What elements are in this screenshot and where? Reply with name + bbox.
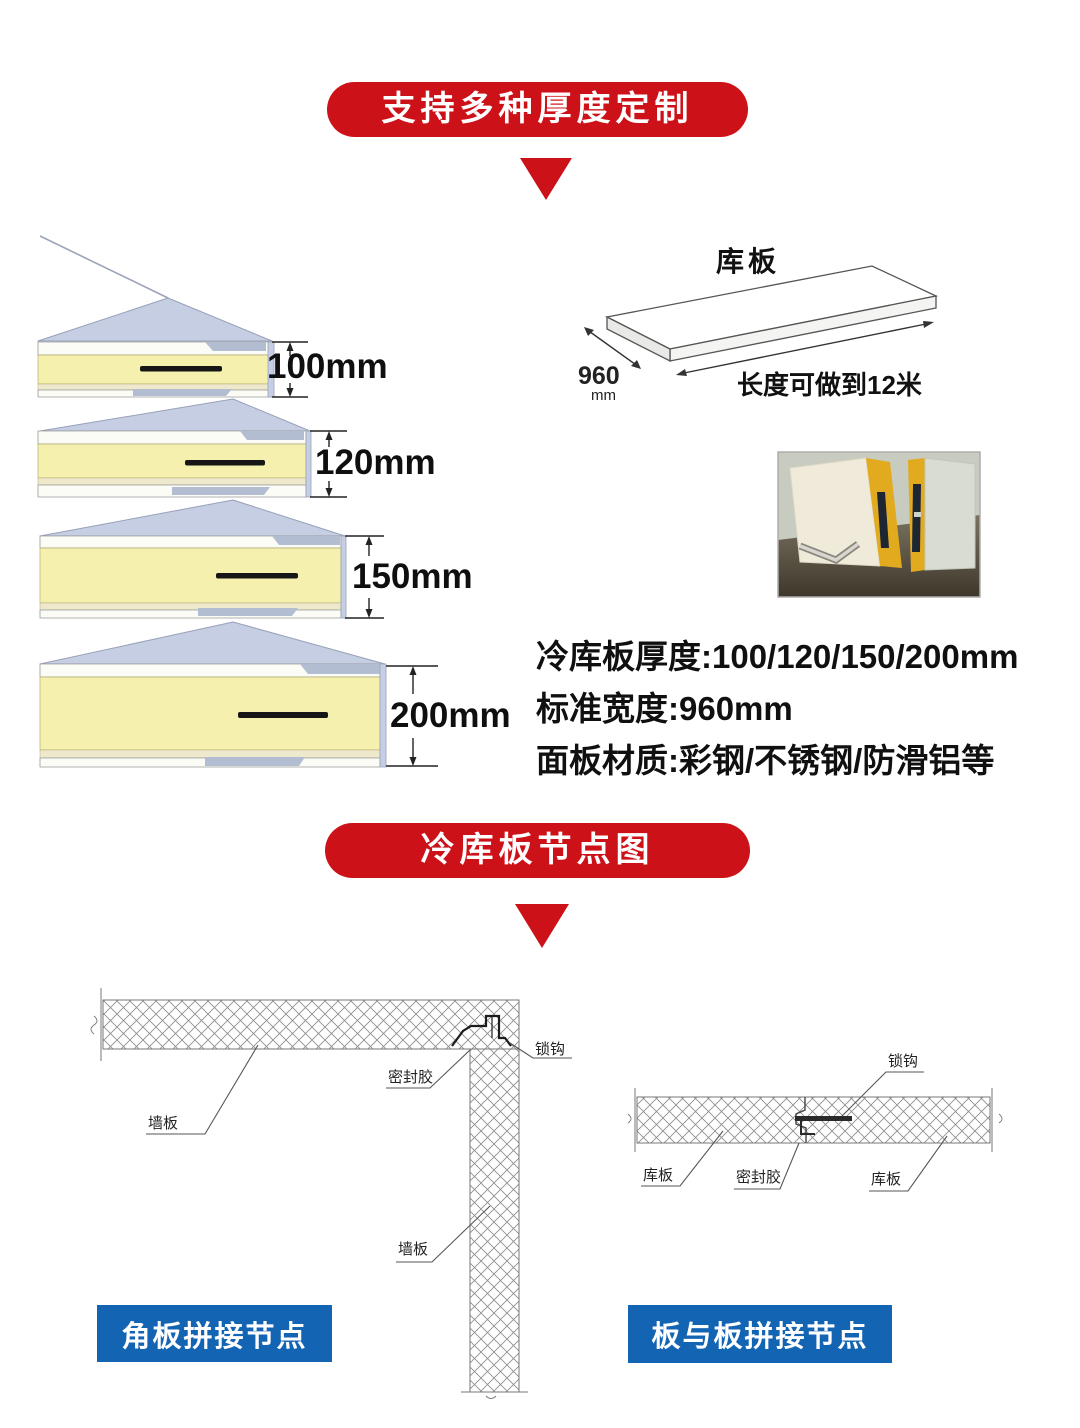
spec-material: 面板材质:彩钢/不锈钢/防滑铝等 [536, 742, 995, 779]
section-banner-node-diagram: 冷库板节点图 [325, 823, 750, 878]
width-unit-label: mm [591, 387, 616, 404]
length-dimension-arrow [676, 321, 934, 376]
thickness-label-150: 150mm [352, 557, 473, 596]
panel-joint-photo [777, 451, 981, 598]
cam-lock-detail [795, 1116, 852, 1121]
label-sealant-corner: 密封胶 [388, 1069, 434, 1086]
label-panel-right: 库板 [871, 1171, 902, 1188]
panel-stack-illustration [37, 235, 438, 768]
width-dimension-arrow [584, 327, 641, 369]
down-arrow-icon [515, 904, 569, 948]
label-sealant-panel: 密封胶 [736, 1169, 782, 1186]
label-lock-hook-corner: 锁钩 [535, 1041, 566, 1058]
corner-joint-drawing [90, 988, 572, 1399]
thickness-label-200: 200mm [390, 696, 511, 735]
label-lock-hook-panel: 锁钩 [888, 1053, 919, 1070]
spec-width: 标准宽度:960mm [536, 690, 793, 727]
panel-joint-drawing [627, 1071, 1003, 1192]
label-wall-panel-top: 墙板 [148, 1115, 179, 1132]
hex-key [799, 542, 860, 562]
kuban-panel-diagram [584, 265, 939, 376]
thickness-label-100: 100mm [267, 347, 388, 386]
section-banner-thickness: 支持多种厚度定制 [327, 82, 748, 137]
badge-panel-joint: 板与板拼接节点 [628, 1305, 892, 1363]
badge-corner-joint: 角板拼接节点 [97, 1305, 332, 1362]
down-arrow-icon [520, 158, 572, 200]
label-panel-left: 库板 [643, 1167, 674, 1184]
kuban-title: 库板 [716, 246, 781, 277]
width-value-label: 960 [578, 362, 620, 390]
lock-hook-detail [451, 1014, 512, 1047]
length-label: 长度可做到12米 [737, 370, 922, 400]
thickness-label-120: 120mm [315, 443, 436, 482]
spec-thickness: 冷库板厚度:100/120/150/200mm [536, 638, 1019, 675]
label-wall-panel-side: 墙板 [398, 1241, 429, 1258]
